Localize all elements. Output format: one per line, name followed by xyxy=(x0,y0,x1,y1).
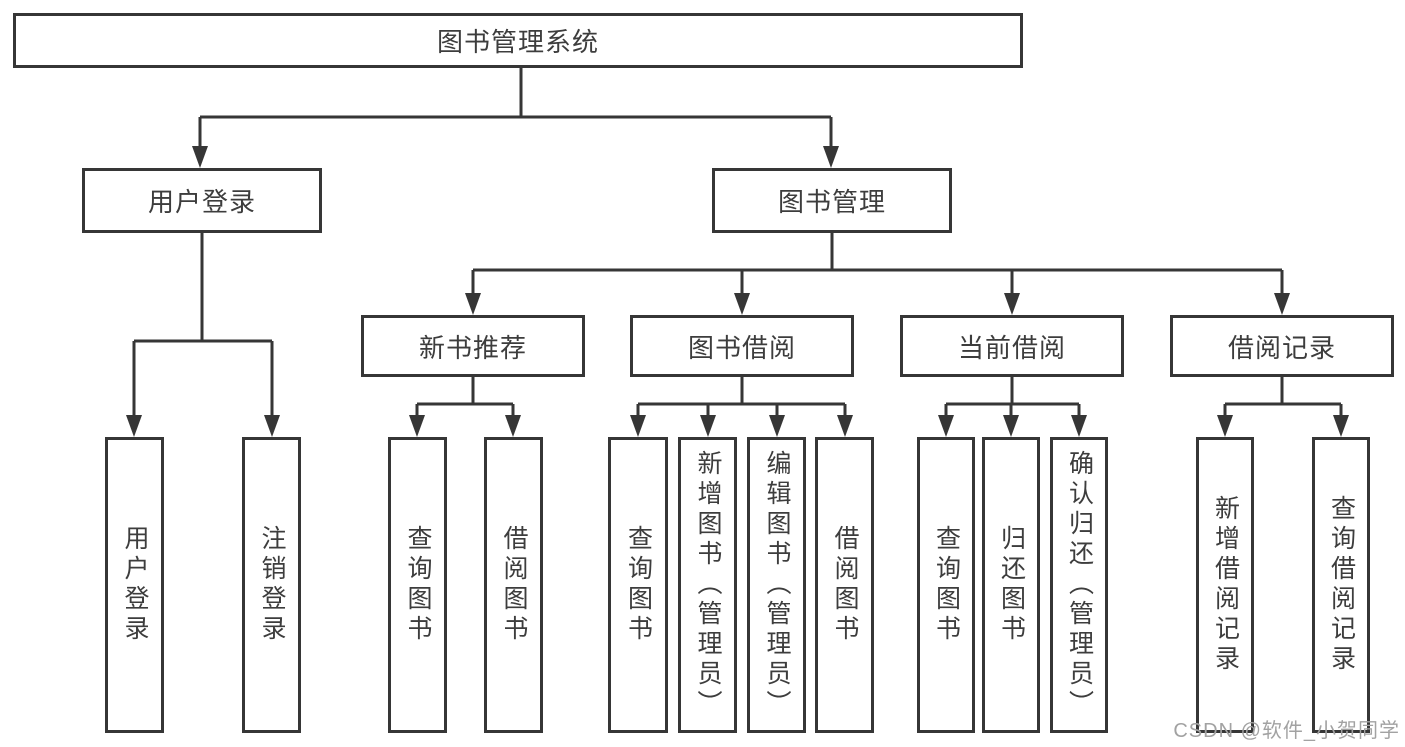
node-label: 用户登录 xyxy=(121,525,149,645)
node-label: 图书管理系统 xyxy=(436,27,599,57)
leaf-query-books-recommend: 查询图书 xyxy=(388,437,447,733)
arrow-down-icons xyxy=(126,146,1349,437)
leaf-confirm-return-admin: 确认归还（管理员） xyxy=(1050,437,1108,733)
node-current-borrow: 当前借阅 xyxy=(900,315,1124,377)
node-label: 查询借阅记录 xyxy=(1327,495,1356,675)
tree-edges xyxy=(132,68,1343,419)
node-label: 确认归还（管理员） xyxy=(1065,450,1094,720)
node-label: 借阅图书 xyxy=(831,525,859,645)
node-root-library-system: 图书管理系统 xyxy=(13,13,1023,68)
leaf-edit-books-admin: 编辑图书（管理员） xyxy=(747,437,806,733)
node-borrow-records: 借阅记录 xyxy=(1170,315,1394,377)
leaf-query-books-borrow: 查询图书 xyxy=(608,437,668,733)
node-label: 编辑图书（管理员） xyxy=(763,450,791,720)
node-label: 新增借阅记录 xyxy=(1211,495,1240,675)
node-label: 借阅记录 xyxy=(1227,332,1336,363)
leaf-add-borrow-record: 新增借阅记录 xyxy=(1196,437,1254,733)
leaf-borrow-books: 借阅图书 xyxy=(815,437,874,733)
node-label: 归还图书 xyxy=(997,525,1026,645)
leaf-logout: 注销登录 xyxy=(242,437,301,733)
node-label: 新增图书（管理员） xyxy=(694,450,722,720)
csdn-watermark: CSDN @软件_小贺同学 xyxy=(1173,720,1400,742)
node-label: 查询图书 xyxy=(624,525,653,645)
node-book-management: 图书管理 xyxy=(712,168,952,233)
node-label: 图书管理 xyxy=(777,187,886,217)
leaf-add-books-admin: 新增图书（管理员） xyxy=(678,437,737,733)
leaf-query-books-current: 查询图书 xyxy=(917,437,975,733)
leaf-return-books: 归还图书 xyxy=(982,437,1040,733)
node-label: 借阅图书 xyxy=(500,525,528,645)
node-label: 图书借阅 xyxy=(687,332,796,363)
leaf-query-borrow-record: 查询借阅记录 xyxy=(1312,437,1370,733)
leaf-user-login: 用户登录 xyxy=(105,437,164,733)
node-new-book-recommend: 新书推荐 xyxy=(361,315,585,377)
node-label: 查询图书 xyxy=(404,525,432,645)
node-label: 新书推荐 xyxy=(418,332,527,363)
node-label: 注销登录 xyxy=(258,525,286,645)
node-label: 当前借阅 xyxy=(957,332,1066,363)
node-label: 用户登录 xyxy=(147,187,256,217)
node-book-borrow: 图书借阅 xyxy=(630,315,854,377)
node-label: 查询图书 xyxy=(932,525,961,645)
node-user-login: 用户登录 xyxy=(82,168,322,233)
leaf-borrow-books-recommend: 借阅图书 xyxy=(484,437,543,733)
